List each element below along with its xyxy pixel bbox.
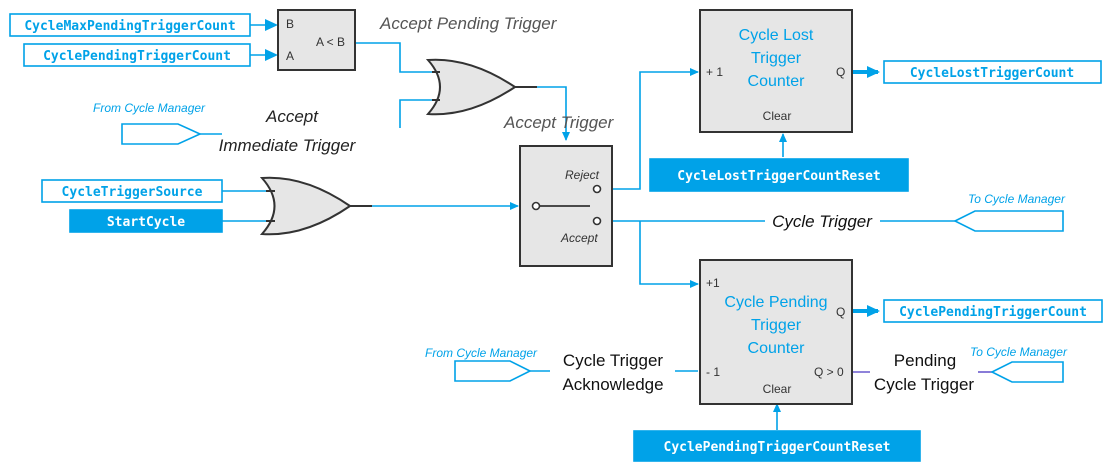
pending-counter-clear-label: Clear [763,382,792,396]
lost-trigger-counter-block [699,9,853,133]
port-cycle-trigger-source [41,179,223,203]
pending-trigger-counter-block [699,259,853,405]
pending-counter-dec-label: - 1 [706,365,720,379]
label-from-cycle-manager-1: From Cycle Manager [93,101,206,115]
switch-common-node [531,201,541,211]
port-cycle-pending-trigger-count-out-label: CyclePendingTriggerCount [899,305,1087,320]
port-cycle-pending-trigger-count-reset [633,430,921,462]
wire-accept-to-pending [639,221,699,288]
label-pending-cycle-trigger-2: Cycle Trigger [874,375,974,394]
switch-reject-node [592,184,602,194]
port-cycle-pending-trigger-count-in-label: CyclePendingTriggerCount [43,49,231,64]
pending-counter-title-1: Cycle Pending [724,294,827,311]
connector-from-cycle-manager-2 [454,360,532,382]
lost-counter-title-3: Counter [748,73,806,90]
label-to-cycle-manager-1: To Cycle Manager [968,192,1066,206]
or-gate-accept [425,58,517,116]
port-cycle-lost-trigger-count-reset-label: CycleLostTriggerCountReset [677,169,881,184]
lost-counter-clear-label: Clear [763,109,792,123]
port-cycle-pending-trigger-count-out [883,299,1103,323]
label-accept-trigger: Accept Trigger [503,113,615,132]
connector-to-cycle-manager-2 [990,361,1064,383]
wire-immediate-to-or [399,99,440,128]
switch-reject-label: Reject [565,168,600,182]
wire-reject-to-lost [612,68,699,190]
label-accept-immediate-2: Immediate Trigger [219,136,357,155]
port-cycle-trigger-source-label: CycleTriggerSource [62,185,203,200]
port-cycle-lost-trigger-count [883,60,1102,84]
port-cycle-pending-trigger-count-reset-label: CyclePendingTriggerCountReset [664,440,891,455]
pending-counter-qgt0-label: Q > 0 [814,365,844,379]
lost-counter-title-1: Cycle Lost [739,27,814,44]
lost-counter-q-label: Q [836,65,845,79]
port-cycle-pending-trigger-count-in [23,43,251,67]
comparator-a-label: A [286,49,294,63]
pending-counter-title-2: Trigger [751,317,802,334]
label-pending-cycle-trigger-1: Pending [894,351,956,370]
label-cycle-trigger: Cycle Trigger [772,212,873,231]
wire-cmp-to-or [355,42,440,73]
pending-counter-title-3: Counter [748,340,806,357]
pending-counter-inc-label: +1 [706,276,720,290]
lost-counter-inc-label: + 1 [706,65,723,79]
or-gate-trigger [259,176,352,236]
label-accept-pending-trigger: Accept Pending Trigger [379,14,558,33]
switch-accept-node [592,216,602,226]
comparator-op-label: A < B [316,35,345,49]
port-cycle-lost-trigger-count-reset [649,158,909,192]
label-cycle-trigger-ack-1: Cycle Trigger [563,351,663,370]
connector-from-cycle-manager-1 [121,123,202,145]
port-start-cycle-label: StartCycle [107,215,185,230]
port-cycle-max-pending-trigger-count [9,13,251,37]
port-start-cycle [69,209,223,233]
comparator-b-label: B [286,17,294,31]
lost-counter-title-2: Trigger [751,50,802,67]
wire-accept-trigger [537,86,570,141]
pending-counter-q-label: Q [836,305,845,319]
comparator-block [277,9,356,71]
connector-to-cycle-manager-1 [953,210,1064,232]
label-to-cycle-manager-2: To Cycle Manager [970,345,1068,359]
label-from-cycle-manager-2: From Cycle Manager [425,346,538,360]
switch-accept-label: Accept [560,231,598,245]
label-cycle-trigger-ack-2: Acknowledge [562,375,663,394]
port-cycle-lost-trigger-count-label: CycleLostTriggerCount [910,66,1074,81]
port-cycle-max-pending-trigger-count-label: CycleMaxPendingTriggerCount [24,19,235,34]
label-accept-immediate-1: Accept [265,107,319,126]
